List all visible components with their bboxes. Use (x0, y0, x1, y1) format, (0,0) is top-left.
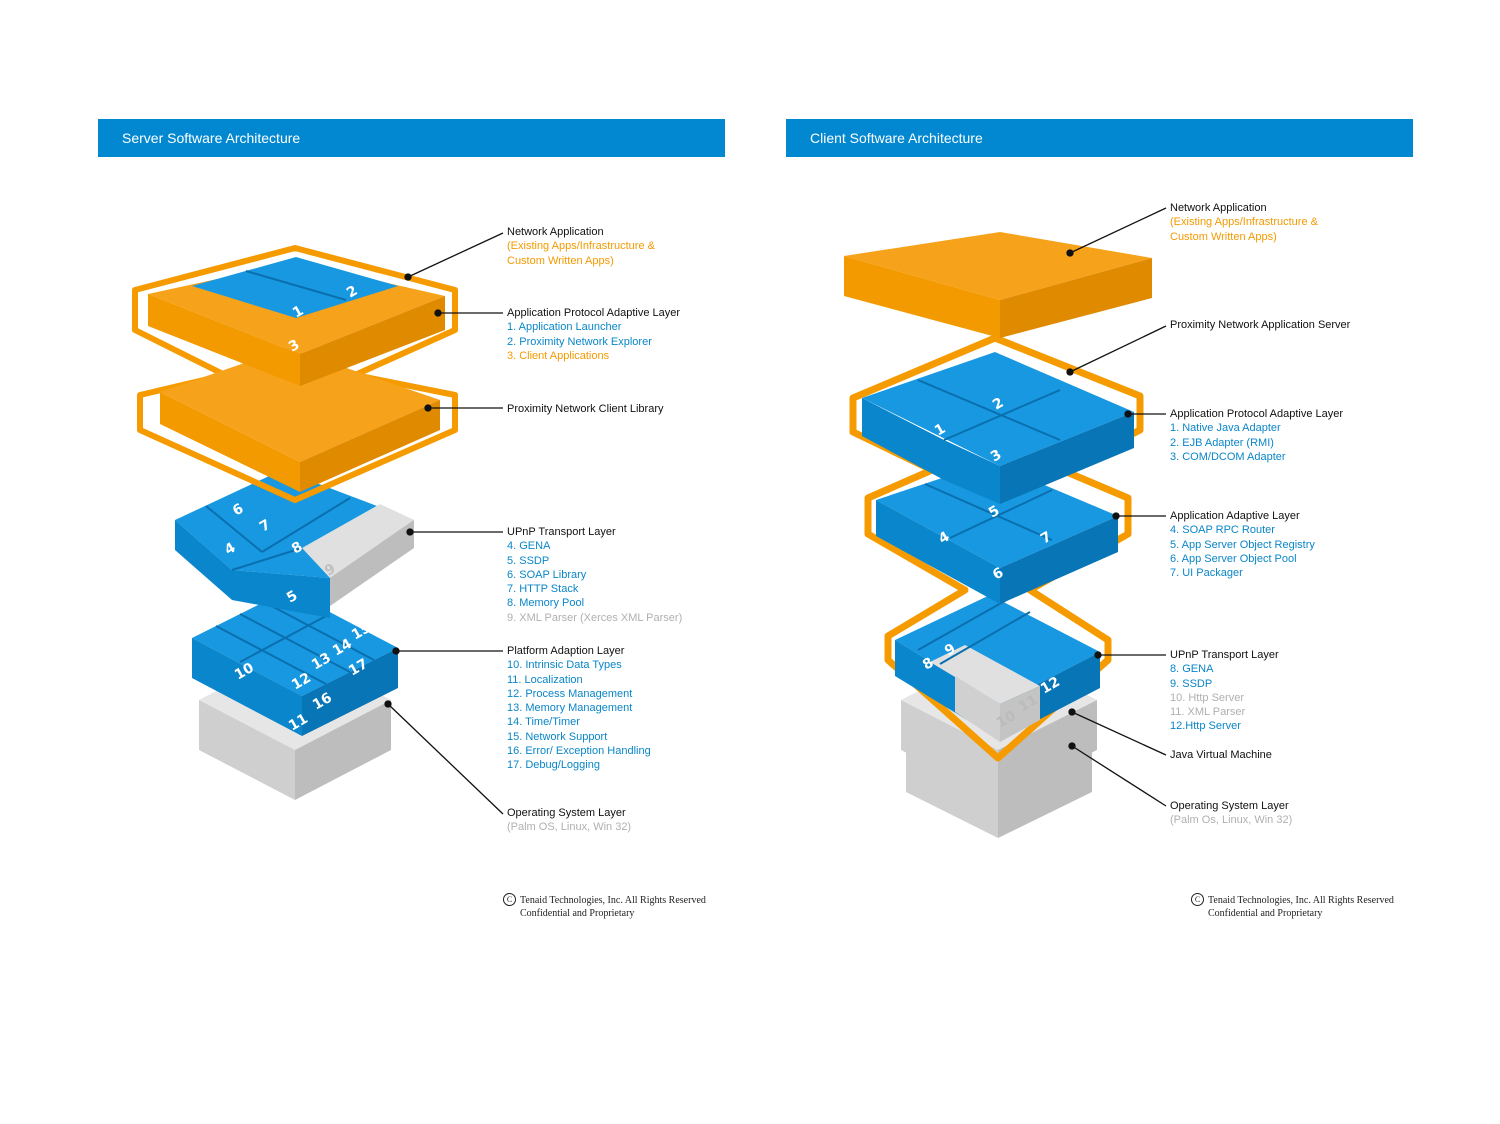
client-app-adaptive-label: Application Adaptive Layer 4. SOAP RPC R… (1170, 510, 1315, 580)
server-platform-label: Platform Adaption Layer 10. Intrinsic Da… (507, 645, 651, 772)
server-architecture-title: Server Software Architecture (122, 130, 301, 146)
server-network-app-frame (132, 245, 458, 503)
server-architecture-header: Server Software Architecture (98, 119, 725, 157)
client-diagram: 1 2 3 4 5 6 7 8 9 10 11 12 (844, 207, 1167, 838)
server-copyright: C Tenaid Technologies, Inc. All Rights R… (503, 893, 706, 920)
client-network-app-label: Network Application (Existing Apps/Infra… (1170, 202, 1318, 243)
client-architecture-title: Client Software Architecture (810, 130, 983, 146)
client-jvm-label: Java Virtual Machine (1170, 749, 1272, 761)
server-diagram: 1 2 3 4 5 6 7 8 9 10 11 12 13 14 15 16 1… (132, 232, 504, 815)
server-upnp-label: UPnP Transport Layer 4. GENA 5. SSDP 6. … (507, 526, 683, 624)
server-upnp-layer-block (175, 470, 414, 618)
client-copyright: C Tenaid Technologies, Inc. All Rights R… (1191, 893, 1394, 920)
client-app-adaptive-layer-block (876, 462, 1118, 604)
server-os-label: Operating System Layer (Palm OS, Linux, … (507, 807, 632, 834)
copyright-icon: C (503, 893, 516, 906)
client-upnp-label: UPnP Transport Layer 8. GENA 9. SSDP 10.… (1170, 649, 1279, 733)
server-platform-layer-block (192, 590, 398, 736)
client-os-label: Operating System Layer (Palm Os, Linux, … (1170, 800, 1293, 827)
server-app-protocol-label: Application Protocol Adaptive Layer 1. A… (507, 307, 681, 362)
server-leader-lines (384, 232, 504, 815)
copyright-icon: C (1191, 893, 1204, 906)
client-app-protocol-label: Application Protocol Adaptive Layer 1. N… (1170, 408, 1344, 463)
client-architecture-header: Client Software Architecture (786, 119, 1413, 157)
client-network-app-slab (844, 232, 1152, 338)
server-network-app-label: Network Application (Existing Apps/Infra… (507, 226, 655, 267)
client-app-server-label: Proximity Network Application Server (1170, 319, 1351, 331)
client-upnp-layer-block (895, 595, 1100, 742)
client-app-protocol-layer-block (862, 352, 1134, 504)
server-client-library-label: Proximity Network Client Library (507, 403, 664, 415)
client-leader-lines (1066, 207, 1167, 807)
